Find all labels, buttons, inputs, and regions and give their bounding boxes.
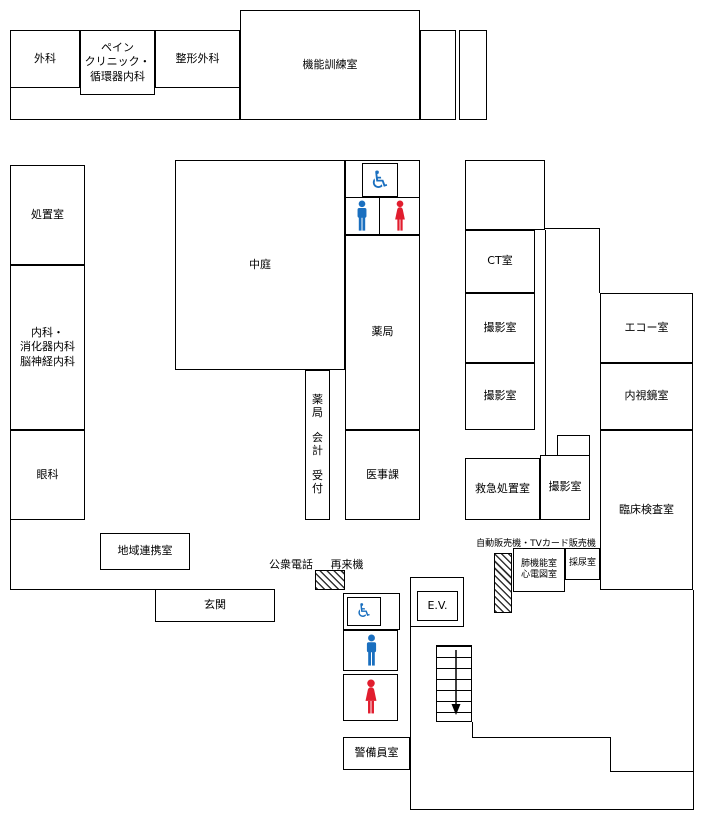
room-pharmacy: 薬局: [345, 235, 420, 430]
room-medical-affairs: 医事課: [345, 430, 420, 520]
accessible-toilet-top: ♿: [362, 163, 398, 197]
room-xray-3: 撮影室: [540, 455, 590, 520]
courtyard: 中庭: [175, 160, 345, 370]
accessible-toilet-bottom-box: ♿: [347, 597, 381, 626]
elevator-shaft: [410, 577, 464, 627]
wall: [545, 228, 599, 229]
room-endoscopy: 内視鏡室: [600, 363, 693, 430]
checkin-machine-area: [315, 570, 345, 590]
accessible-toilet-bottom: [343, 593, 400, 630]
room-unlabeled-3: [465, 160, 545, 230]
wheelchair-icon: ♿: [355, 600, 373, 622]
room-entrance: 玄関: [155, 589, 275, 622]
wall: [599, 228, 600, 293]
label-checkin-machine: 再来機: [330, 558, 364, 571]
pharmacy-accounting-reception-counter: 薬 局 会 計 受 付: [305, 370, 330, 520]
room-orthopedics: 整形外科: [155, 30, 240, 88]
room-function-training: 機能訓練室: [240, 10, 420, 120]
wall: [693, 590, 694, 810]
down-arrow-icon: [451, 650, 461, 715]
mens-toilet-icon: [364, 634, 379, 667]
wall: [610, 737, 611, 772]
womens-toilet-bottom: [343, 674, 398, 721]
wall: [10, 520, 11, 590]
room-unlabeled-2: [459, 30, 487, 120]
room-treatment: 処置室: [10, 165, 85, 265]
room-security-guard: 警備員室: [343, 737, 410, 770]
room-clinical-lab: 臨床検査室: [600, 430, 693, 590]
vending-machine-area: [494, 553, 512, 613]
room-urine-collection: 採尿室: [565, 548, 600, 580]
wall: [472, 737, 610, 738]
room-surgery: 外科: [10, 30, 80, 88]
mens-toilet-icon: [354, 200, 370, 232]
room-xray-3-notch: [557, 435, 590, 456]
womens-toilet-icon: [363, 679, 379, 715]
wall: [10, 589, 156, 590]
womens-toilet-icon: [392, 200, 408, 232]
room-xray-2: 撮影室: [465, 363, 535, 430]
wall: [410, 809, 694, 810]
room-regional-cooperation: 地域連携室: [100, 533, 190, 570]
elevator: E.V.: [417, 591, 458, 621]
wall: [410, 577, 411, 810]
room-xray-1: 撮影室: [465, 293, 535, 363]
room-ophthalmology: 眼科: [10, 430, 85, 520]
room-lung-function-ecg: 肺機能室 心電図室: [513, 548, 565, 592]
label-public-phone: 公衆電話: [269, 558, 313, 571]
wall: [610, 771, 693, 772]
room-emergency-treatment: 救急処置室: [465, 458, 540, 520]
wall: [379, 197, 380, 235]
room-unlabeled-1: [420, 30, 456, 120]
room-pain-clinic-cardiology: ペイン クリニック・ 循環器内科: [80, 30, 155, 95]
wall: [472, 722, 473, 737]
room-internal-medicine: 内科・ 消化器内科 脳神経内科: [10, 265, 85, 430]
room-ct: CT室: [465, 230, 535, 293]
wall: [345, 197, 420, 198]
wall: [545, 230, 546, 455]
mens-toilet-bottom: [343, 630, 398, 671]
wheelchair-icon: ♿: [369, 166, 391, 194]
room-echo: エコー室: [600, 293, 693, 363]
label-vending-machines: 自動販売機・TVカード販売機: [476, 539, 596, 549]
